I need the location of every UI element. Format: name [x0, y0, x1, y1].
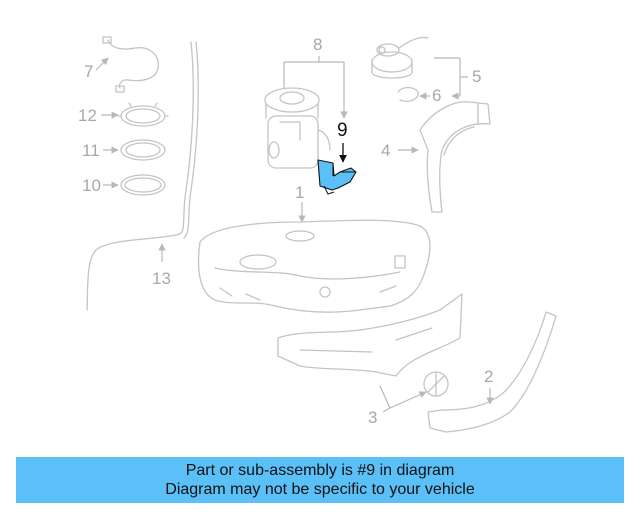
fuel-tank-part-1 — [197, 219, 431, 313]
heat-shield-part-4 — [419, 101, 491, 213]
callout-9: 9 — [337, 120, 348, 141]
lock-ring-part-12 — [117, 102, 169, 127]
callout-2: 2 — [484, 367, 493, 386]
bracket-part-3 — [423, 371, 449, 397]
callout-7: 7 — [84, 62, 93, 81]
highlighted-part-9[interactable] — [317, 159, 357, 195]
seal-ring-part-10 — [120, 174, 166, 196]
parts-diagram: 7 12 11 10 13 8 9 — [78, 35, 557, 433]
gasket-part-11 — [120, 139, 166, 161]
callout-3: 3 — [368, 408, 377, 427]
skid-plate — [277, 293, 463, 377]
clamp-part-6 — [397, 86, 419, 102]
callout-11: 11 — [82, 141, 100, 160]
filler-cap-part-5 — [371, 36, 429, 79]
caption-line-1: Part or sub-assembly is #9 in diagram — [185, 462, 455, 479]
wire-harness-part-7 — [102, 36, 159, 93]
callout-13: 13 — [152, 269, 171, 288]
callout-10: 10 — [82, 176, 101, 195]
callout-12: 12 — [78, 106, 97, 125]
caption-banner: Part or sub-assembly is #9 in diagram Di… — [16, 457, 624, 503]
callout-5: 5 — [472, 67, 481, 86]
callout-4: 4 — [381, 141, 390, 160]
caption-line-2: Diagram may not be specific to your vehi… — [165, 481, 475, 498]
callout-6: 6 — [432, 86, 441, 105]
callout-1: 1 — [295, 183, 304, 202]
vent-hose-part-13 — [86, 41, 199, 311]
tank-strap-part-2 — [427, 311, 557, 433]
fuel-pump-module-part-8 — [264, 87, 331, 169]
callout-8: 8 — [313, 35, 322, 54]
